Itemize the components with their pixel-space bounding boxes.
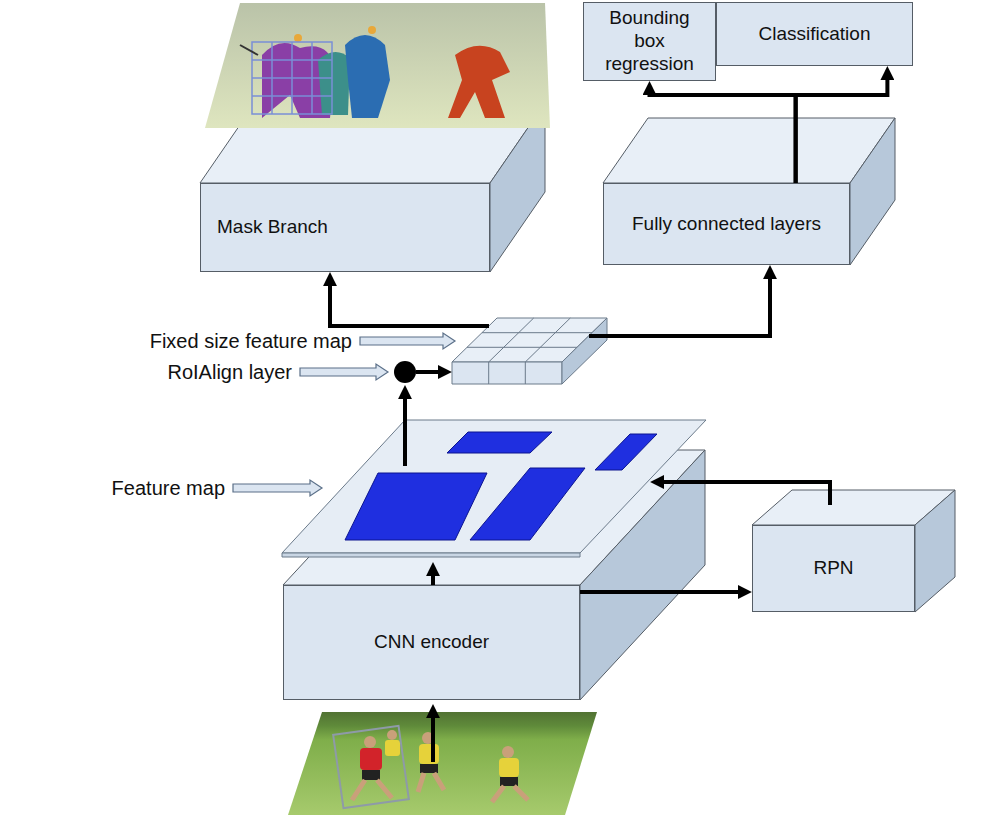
pointer-label: RoIAlign layer — [167, 360, 292, 384]
bounding-box-outline — [333, 726, 409, 808]
box-label: Mask Branch — [217, 216, 328, 239]
mask-output-image — [200, 0, 560, 130]
roialign-dot — [394, 361, 416, 383]
pointer-arrow — [300, 364, 388, 380]
box-side-face — [490, 103, 545, 272]
box-label: Bounding box regression — [592, 7, 707, 75]
region-proposal — [470, 468, 585, 540]
box-top-face — [752, 490, 955, 525]
process-box: CNN encoder — [283, 585, 580, 700]
pointer-arrows — [233, 333, 455, 496]
roi-arrow — [403, 397, 407, 466]
align-arrow — [416, 370, 440, 374]
fixed-size-grid — [452, 318, 607, 384]
mask-blue — [345, 35, 390, 118]
mask-teal — [318, 52, 350, 115]
box-label: RPN — [813, 557, 853, 580]
region-proposal — [447, 432, 552, 453]
to-mask-arrow — [330, 284, 489, 326]
to-fc-arrow — [589, 277, 770, 336]
region-proposal — [595, 434, 657, 470]
process-box: Fully connected layers — [603, 183, 850, 265]
flow-connector — [580, 590, 740, 594]
flow-connector — [796, 78, 888, 183]
box-top-face — [200, 103, 545, 183]
process-box: Classification — [716, 2, 913, 66]
box-label: Classification — [759, 23, 871, 46]
photo-ground — [280, 705, 610, 819]
box-side-face — [580, 450, 705, 700]
pointer-label: Fixed size feature map — [150, 329, 352, 353]
box-top-face — [283, 450, 705, 585]
pointer-label: Feature map — [112, 476, 225, 500]
process-box: Bounding box regression — [583, 2, 716, 81]
player-yellow — [385, 730, 528, 802]
box-side-face — [915, 490, 955, 612]
box-label: Fully connected layers — [632, 213, 821, 236]
feature-map-plate — [282, 420, 706, 553]
box-side-face — [850, 118, 895, 265]
mask-purple — [262, 43, 335, 118]
region-proposal — [345, 473, 487, 540]
rpn-proposal-arrow — [662, 482, 830, 505]
flow-connector — [650, 93, 796, 183]
player-red — [352, 736, 392, 800]
box-top-face — [603, 118, 895, 183]
process-box: Mask Branch — [200, 183, 490, 272]
feature-map-edge — [282, 553, 580, 557]
encoder-output-arrow — [431, 574, 435, 585]
pointer-arrow — [233, 480, 322, 496]
mask-red — [448, 46, 510, 118]
pointer-arrow — [360, 333, 455, 349]
mask-grid — [252, 42, 332, 114]
input-arrow — [431, 716, 435, 762]
process-box: RPN — [752, 525, 915, 612]
input-photo — [280, 705, 610, 819]
box-label: CNN encoder — [374, 631, 489, 654]
